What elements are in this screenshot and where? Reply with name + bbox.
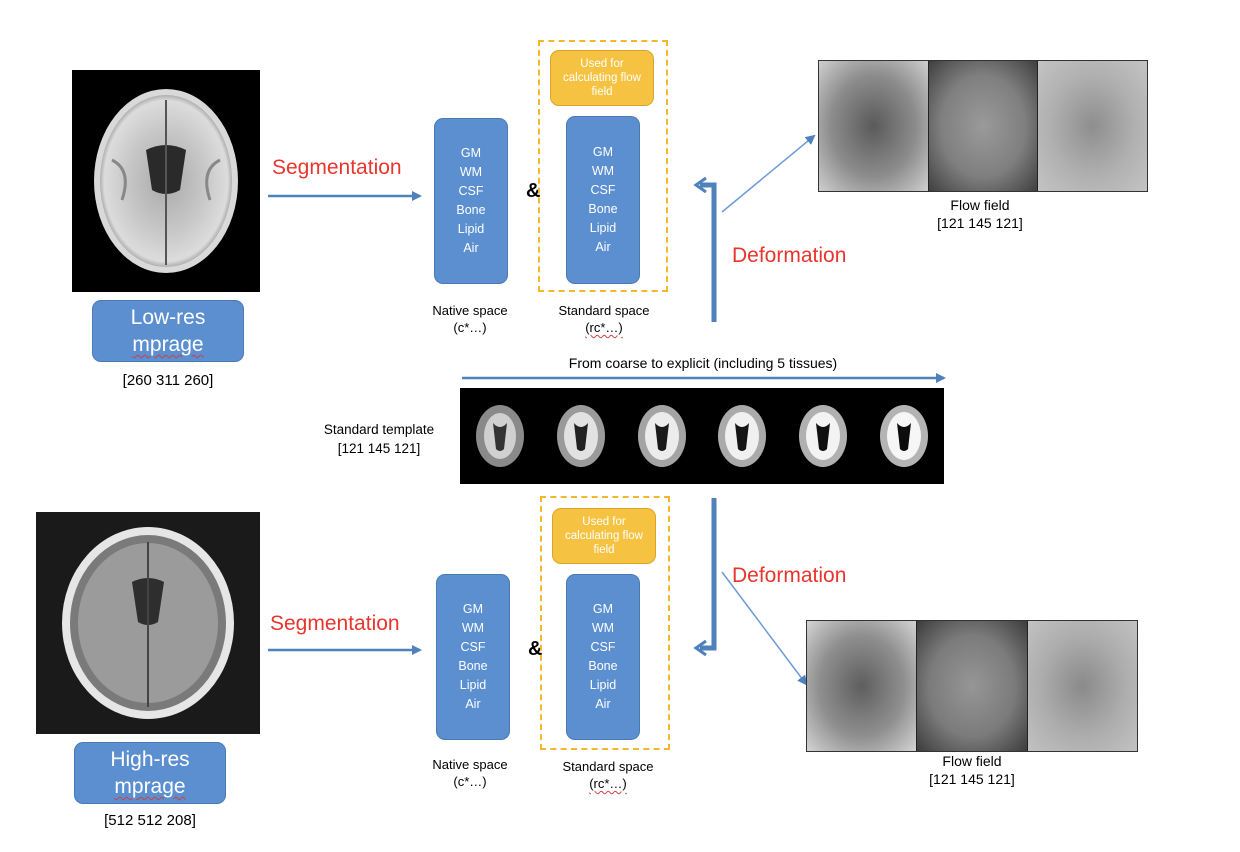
standard-template-strip	[460, 388, 944, 484]
template-brain-5	[798, 405, 847, 467]
low-res-mri-image	[72, 70, 260, 292]
deformation-bracket-top	[700, 182, 717, 322]
coarse-to-explicit-label: From coarse to explicit (including 5 tis…	[568, 355, 838, 371]
template-brain-4	[718, 405, 767, 467]
flow-field-image-top	[818, 60, 1148, 192]
segmentation-label-top: Segmentation	[272, 156, 402, 179]
segmentation-label-bottom: Segmentation	[270, 612, 400, 635]
flow-field-caption-bottom: Flow field[121 145 121]	[929, 753, 1015, 787]
template-brain-6	[879, 405, 928, 467]
native-caption-bottom: Native space(c*…)	[432, 757, 508, 789]
ampersand-bottom: &	[528, 638, 543, 660]
high-res-dims: [512 512 208]	[104, 812, 196, 829]
flow-panel-z	[1038, 61, 1147, 191]
deformation-label-top: Deformation	[732, 244, 847, 267]
low-res-dims: [260 311 260]	[122, 372, 214, 389]
flow-panel-y	[928, 61, 1039, 191]
flow-panel-y	[917, 621, 1028, 751]
standard-caption-bottom: Standard space(rc*…)	[562, 759, 654, 791]
high-res-mri-image	[36, 512, 260, 734]
native-caption-top: Native space(c*…)	[432, 303, 508, 335]
flow-field-image-bottom	[806, 620, 1138, 752]
flow-panel-x	[819, 61, 929, 191]
flow-panel-z	[1027, 621, 1137, 751]
flow-arrow-top	[721, 134, 816, 213]
flow-field-note-bottom: Used for calculating flow field	[552, 508, 656, 564]
standard-caption-top: Standard space(rc*…)	[558, 303, 650, 335]
template-brain-1	[476, 405, 525, 467]
standard-space-group-top	[538, 40, 668, 292]
standard-space-group-bottom	[540, 496, 670, 750]
deformation-label-bottom: Deformation	[732, 564, 847, 587]
flow-field-note-top: Used for calculating flow field	[550, 50, 654, 106]
flow-arrow-bottom	[721, 571, 808, 686]
template-brain-3	[637, 405, 686, 467]
ampersand-top: &	[526, 180, 541, 202]
standard-template-label: Standard template[121 145 121]	[323, 422, 435, 456]
flow-panel-x	[807, 621, 918, 751]
deformation-bracket-bottom	[700, 498, 717, 651]
template-brain-2	[556, 405, 605, 467]
flow-field-caption-top: Flow field[121 145 121]	[937, 197, 1023, 231]
